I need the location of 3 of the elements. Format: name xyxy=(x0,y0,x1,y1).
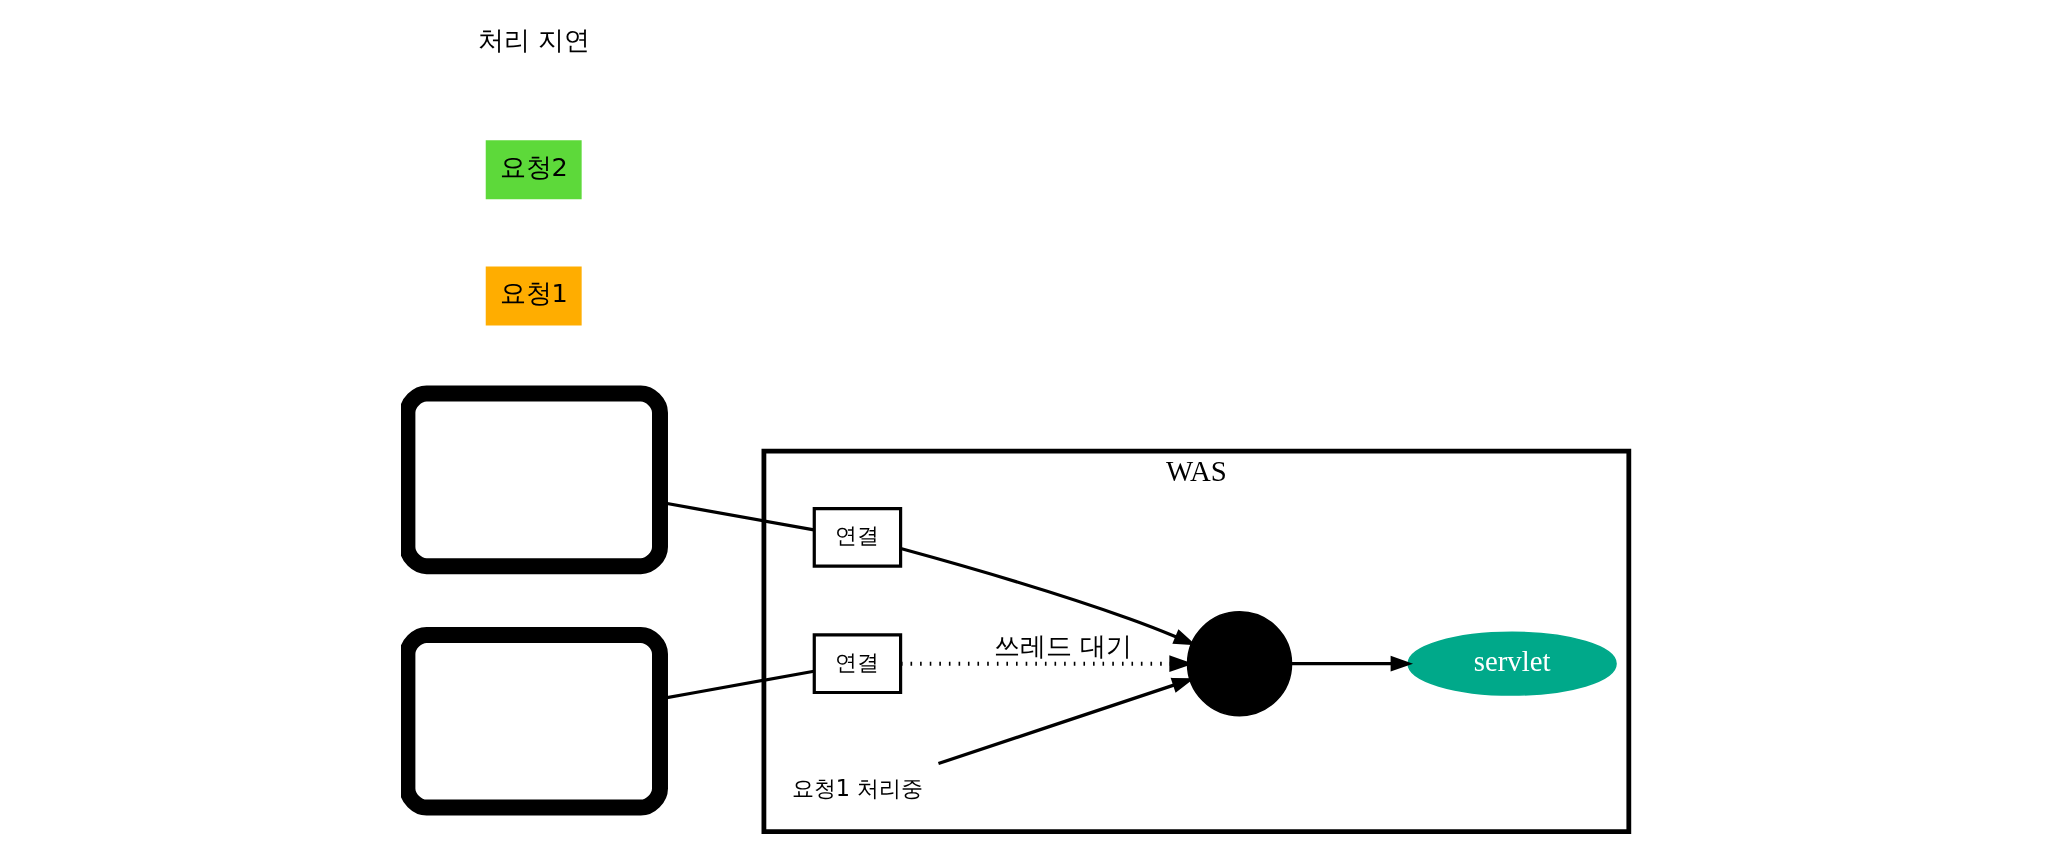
edge-label: 쓰레드 대기 xyxy=(993,631,1132,662)
label: 처리 지연 xyxy=(477,25,590,56)
node-text: 요청1 처리중 xyxy=(791,774,923,801)
